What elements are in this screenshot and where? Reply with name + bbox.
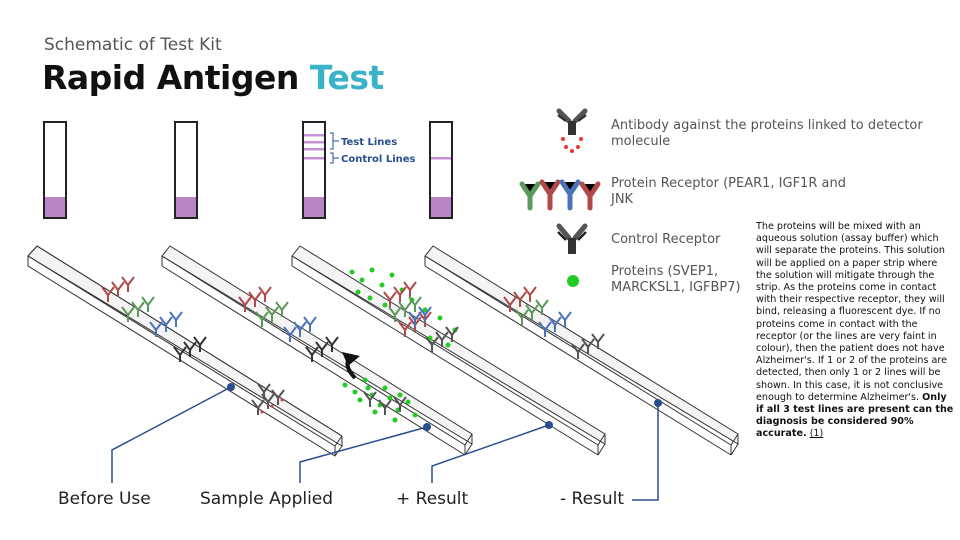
control-receptor-icon <box>556 223 588 254</box>
description-bold: Only if all 3 test lines are present can… <box>756 391 954 440</box>
caption-sample-applied: Sample Applied <box>200 489 334 509</box>
legend-protein-receptor-text: Protein Receptor (PEAR1, IGF1R and JNK <box>611 176 846 207</box>
protein-dot-icon <box>567 275 579 287</box>
control-lines-label: Control Lines <box>341 154 416 165</box>
strip-positive-result <box>291 245 606 456</box>
cassette-sample-applied <box>174 121 198 219</box>
strip-before-use <box>27 245 343 457</box>
diagram-title: Rapid Antigen Test <box>42 58 384 97</box>
title-accent: Test <box>309 58 384 97</box>
legend-control-receptor-text: Control Receptor <box>611 232 721 247</box>
diagram-subtitle: Schematic of Test Kit <box>44 35 222 55</box>
strip-negative-result <box>424 245 739 456</box>
cassette-before-use <box>43 121 67 219</box>
legend-antibody-text: Antibody against the proteins linked to … <box>611 118 923 149</box>
caption-before-use: Before Use <box>58 489 151 509</box>
test-lines-label: Test Lines <box>341 137 397 148</box>
cassette-positive-result: Test Lines Control Lines <box>302 121 416 219</box>
description-paragraph: The proteins will be mixed with an aqueo… <box>756 221 954 441</box>
strip-sample-applied <box>161 245 473 456</box>
caption-connectors <box>111 386 659 501</box>
caption-negative-result: - Result <box>560 489 625 509</box>
cassette-negative-result <box>429 121 453 219</box>
title-main: Rapid Antigen <box>42 58 310 97</box>
reference-link[interactable]: (1) <box>809 428 824 440</box>
legend-proteins-text: Proteins (SVEP1, MARCKSL1, IGFBP7) <box>611 264 741 295</box>
caption-positive-result: + Result <box>396 489 469 509</box>
antibody-detector-icon <box>556 108 588 153</box>
protein-receptor-icon <box>519 179 601 211</box>
description-body: The proteins will be mixed with an aqueo… <box>756 221 948 403</box>
